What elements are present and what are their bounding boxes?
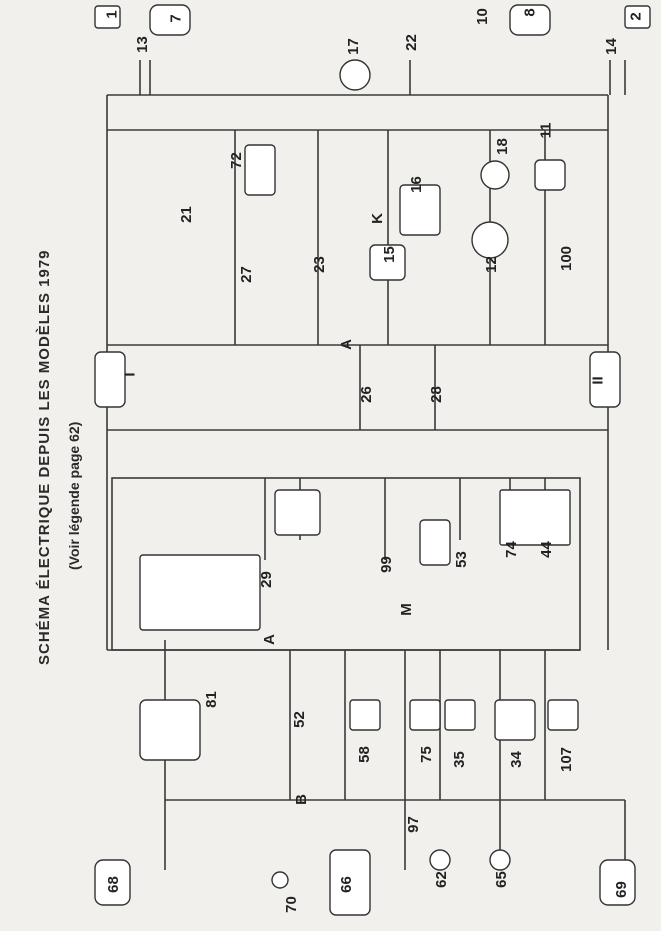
component-1 bbox=[94, 5, 121, 29]
label-10: 10 bbox=[473, 8, 491, 25]
label-52: 52 bbox=[290, 711, 308, 728]
label-68: 68 bbox=[104, 876, 122, 893]
label-11: 11 bbox=[537, 122, 555, 139]
label-29: 29 bbox=[257, 571, 275, 588]
component-107 bbox=[547, 699, 579, 731]
label-62: 62 bbox=[432, 871, 450, 888]
label-58: 58 bbox=[355, 746, 373, 763]
label-75: 75 bbox=[417, 746, 435, 763]
label-23: 23 bbox=[310, 256, 328, 273]
component-18 bbox=[480, 160, 510, 190]
component-7 bbox=[149, 4, 191, 36]
component-8 bbox=[509, 4, 551, 36]
label-70: 70 bbox=[282, 896, 300, 913]
component-66 bbox=[329, 849, 371, 916]
label-44: 44 bbox=[537, 541, 555, 558]
label-14: 14 bbox=[602, 38, 620, 55]
label-27: 27 bbox=[237, 266, 255, 283]
label-99: 99 bbox=[377, 556, 395, 573]
label-8: 8 bbox=[521, 8, 539, 17]
label-1: 1 bbox=[103, 10, 121, 19]
label-18: 18 bbox=[493, 138, 511, 155]
label-12: 12 bbox=[482, 256, 500, 273]
label-17: 17 bbox=[344, 38, 362, 55]
label-i: I bbox=[121, 372, 139, 377]
component-58 bbox=[349, 699, 381, 731]
component-75 bbox=[409, 699, 441, 731]
label-16: 16 bbox=[407, 176, 425, 193]
label-100: 100 bbox=[558, 245, 576, 272]
label-74: 74 bbox=[502, 541, 520, 558]
component-29 bbox=[274, 489, 321, 536]
label-72: 72 bbox=[227, 152, 245, 169]
label-81: 81 bbox=[202, 691, 220, 708]
label-21: 21 bbox=[177, 206, 195, 223]
label-b: B bbox=[292, 794, 310, 805]
component-72 bbox=[244, 144, 276, 196]
connector-i bbox=[94, 351, 126, 408]
label-22: 22 bbox=[402, 34, 420, 51]
component-11 bbox=[534, 159, 566, 191]
label-a-bottom: A bbox=[260, 634, 278, 645]
label-ii: II bbox=[589, 376, 607, 385]
label-26: 26 bbox=[357, 386, 375, 403]
component-16 bbox=[399, 184, 441, 236]
label-13: 13 bbox=[133, 36, 151, 53]
component-17 bbox=[339, 59, 371, 91]
label-m: M bbox=[397, 603, 415, 616]
label-15: 15 bbox=[380, 246, 398, 263]
label-a-top: A bbox=[337, 339, 355, 350]
component-65 bbox=[489, 849, 511, 871]
label-65: 65 bbox=[492, 871, 510, 888]
label-7: 7 bbox=[167, 14, 185, 23]
component-12 bbox=[471, 221, 509, 259]
component-68 bbox=[94, 859, 131, 906]
label-k: K bbox=[368, 213, 386, 224]
dashboard-gauge bbox=[139, 554, 261, 631]
component-70 bbox=[271, 871, 289, 889]
label-28: 28 bbox=[427, 386, 445, 403]
label-35: 35 bbox=[450, 751, 468, 768]
component-62 bbox=[429, 849, 451, 871]
component-2 bbox=[624, 5, 651, 29]
component-69 bbox=[599, 859, 636, 906]
label-53: 53 bbox=[452, 551, 470, 568]
label-97: 97 bbox=[404, 816, 422, 833]
label-2: 2 bbox=[627, 12, 645, 21]
component-81 bbox=[139, 699, 201, 761]
component-44 bbox=[499, 489, 571, 546]
label-69: 69 bbox=[612, 881, 630, 898]
component-15 bbox=[369, 244, 406, 281]
component-35 bbox=[444, 699, 476, 731]
label-107: 107 bbox=[558, 746, 576, 773]
component-53 bbox=[419, 519, 451, 566]
label-66: 66 bbox=[337, 876, 355, 893]
label-34: 34 bbox=[507, 751, 525, 768]
component-34 bbox=[494, 699, 536, 741]
connector-ii bbox=[589, 351, 621, 408]
